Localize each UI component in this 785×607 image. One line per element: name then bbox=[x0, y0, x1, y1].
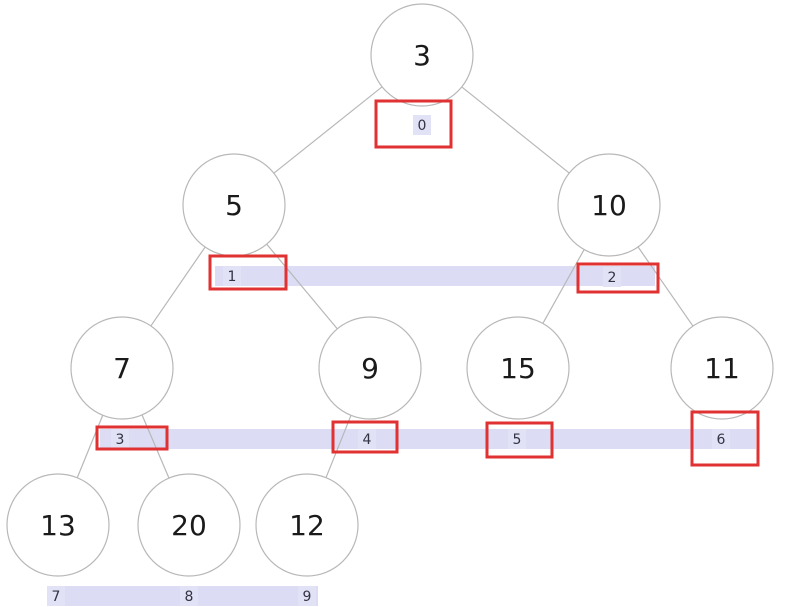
node-value-label: 15 bbox=[500, 352, 536, 385]
highlight-box-index-2 bbox=[576, 262, 660, 294]
node-circle bbox=[370, 3, 474, 107]
edge-3-7 bbox=[76, 415, 104, 478]
index-bg-9 bbox=[298, 586, 316, 606]
node-circle bbox=[6, 473, 110, 577]
index-bg-4 bbox=[358, 429, 376, 449]
node-value-label: 20 bbox=[171, 509, 207, 542]
tree-nodes: 3 0 5 1 10 2 7 3 9 4 15 5 11 6 13 7 20 8 12 9 bbox=[6, 3, 774, 605]
node-circle bbox=[466, 316, 570, 420]
highlight-box-index-6 bbox=[690, 410, 760, 467]
index-bg-0 bbox=[413, 115, 431, 135]
highlight-box-index-4 bbox=[331, 420, 399, 454]
index-bg-3 bbox=[111, 429, 129, 449]
index-bg-7 bbox=[47, 586, 65, 606]
index-bg-2 bbox=[603, 267, 621, 287]
node-value-label: 10 bbox=[591, 189, 627, 222]
array-index-label: 7 bbox=[52, 589, 61, 605]
highlight-boxes bbox=[95, 99, 760, 467]
edge-2-5 bbox=[542, 249, 585, 324]
node-circle bbox=[670, 316, 774, 420]
node-value-label: 7 bbox=[113, 352, 131, 385]
index-backgrounds bbox=[47, 115, 730, 606]
node-circle bbox=[137, 473, 241, 577]
array-index-label: 8 bbox=[185, 589, 194, 605]
tree-node: 13 bbox=[6, 473, 110, 577]
node-value-label: 12 bbox=[289, 509, 325, 542]
tree-node: 7 bbox=[70, 316, 174, 420]
edge-3-8 bbox=[141, 414, 170, 479]
node-value-label: 13 bbox=[40, 509, 76, 542]
array-index-label: 4 bbox=[363, 432, 372, 448]
tree-node: 9 bbox=[318, 316, 422, 420]
node-circle bbox=[70, 316, 174, 420]
array-index-label: 2 bbox=[608, 270, 617, 286]
edge-0-2 bbox=[461, 86, 570, 174]
level-bands bbox=[48, 266, 756, 606]
node-value-label: 3 bbox=[413, 39, 431, 72]
highlight-box-index-1 bbox=[208, 254, 288, 291]
edge-4-9 bbox=[325, 415, 352, 478]
index-bg-5 bbox=[508, 429, 526, 449]
node-circle bbox=[557, 153, 661, 257]
edge-2-6 bbox=[637, 246, 694, 327]
tree-node: 12 bbox=[255, 473, 359, 577]
tree-node: 20 bbox=[137, 473, 241, 577]
index-bg-8 bbox=[180, 586, 198, 606]
edge-0-1 bbox=[273, 86, 383, 174]
node-value-label: 5 bbox=[225, 189, 243, 222]
node-circle bbox=[318, 316, 422, 420]
array-index-label: 1 bbox=[228, 269, 237, 285]
tree-node: 11 bbox=[670, 316, 774, 420]
array-index-label: 5 bbox=[513, 432, 522, 448]
tree-node: 3 bbox=[370, 3, 474, 107]
edge-1-3 bbox=[150, 246, 206, 327]
index-bg-6 bbox=[712, 429, 730, 449]
highlight-box-index-3 bbox=[95, 425, 169, 451]
highlight-box-index-0 bbox=[374, 99, 453, 149]
level-band-2 bbox=[100, 429, 756, 449]
array-index-label: 0 bbox=[418, 118, 427, 134]
level-band-1 bbox=[215, 266, 655, 286]
node-value-label: 9 bbox=[361, 352, 379, 385]
array-index-label: 6 bbox=[717, 432, 726, 448]
edge-1-4 bbox=[266, 243, 338, 330]
tree-node: 5 bbox=[182, 153, 286, 257]
tree-node: 15 bbox=[466, 316, 570, 420]
node-circle bbox=[255, 473, 359, 577]
node-value-label: 11 bbox=[704, 352, 740, 385]
array-index-label: 3 bbox=[116, 432, 125, 448]
index-bg-1 bbox=[223, 266, 241, 286]
tree-node: 10 bbox=[557, 153, 661, 257]
array-index-label: 9 bbox=[303, 589, 312, 605]
highlight-box-index-5 bbox=[485, 421, 554, 459]
